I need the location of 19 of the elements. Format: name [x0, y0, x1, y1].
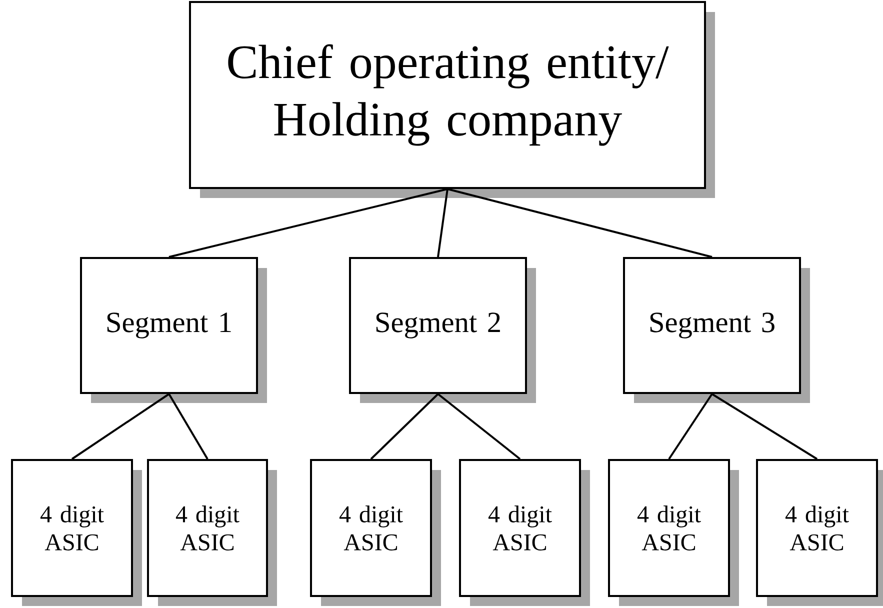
connector-line [668, 393, 713, 460]
segment-box: Segment 2 [349, 257, 536, 403]
connector-line [168, 394, 208, 460]
asic-box: 4 digit ASIC [608, 459, 739, 606]
asic-box: 4 digit ASIC [310, 459, 441, 606]
connector-line [71, 393, 170, 460]
connector-line [711, 393, 818, 460]
asic-box: 4 digit ASIC [756, 459, 883, 606]
asic-box: 4 digit ASIC [11, 459, 142, 606]
box: Chief operating entity/ Holding company [189, 1, 715, 198]
connector-line [168, 188, 448, 258]
connector-line [437, 188, 448, 258]
asic-box: 4 digit ASIC [147, 459, 277, 606]
segment-box: Segment 1 [80, 257, 267, 403]
connector-line [447, 188, 712, 258]
connector-line [437, 393, 521, 460]
segment-box: Segment 3 [623, 257, 810, 403]
connector-line [370, 393, 439, 460]
asic-box: 4 digit ASIC [459, 459, 590, 606]
